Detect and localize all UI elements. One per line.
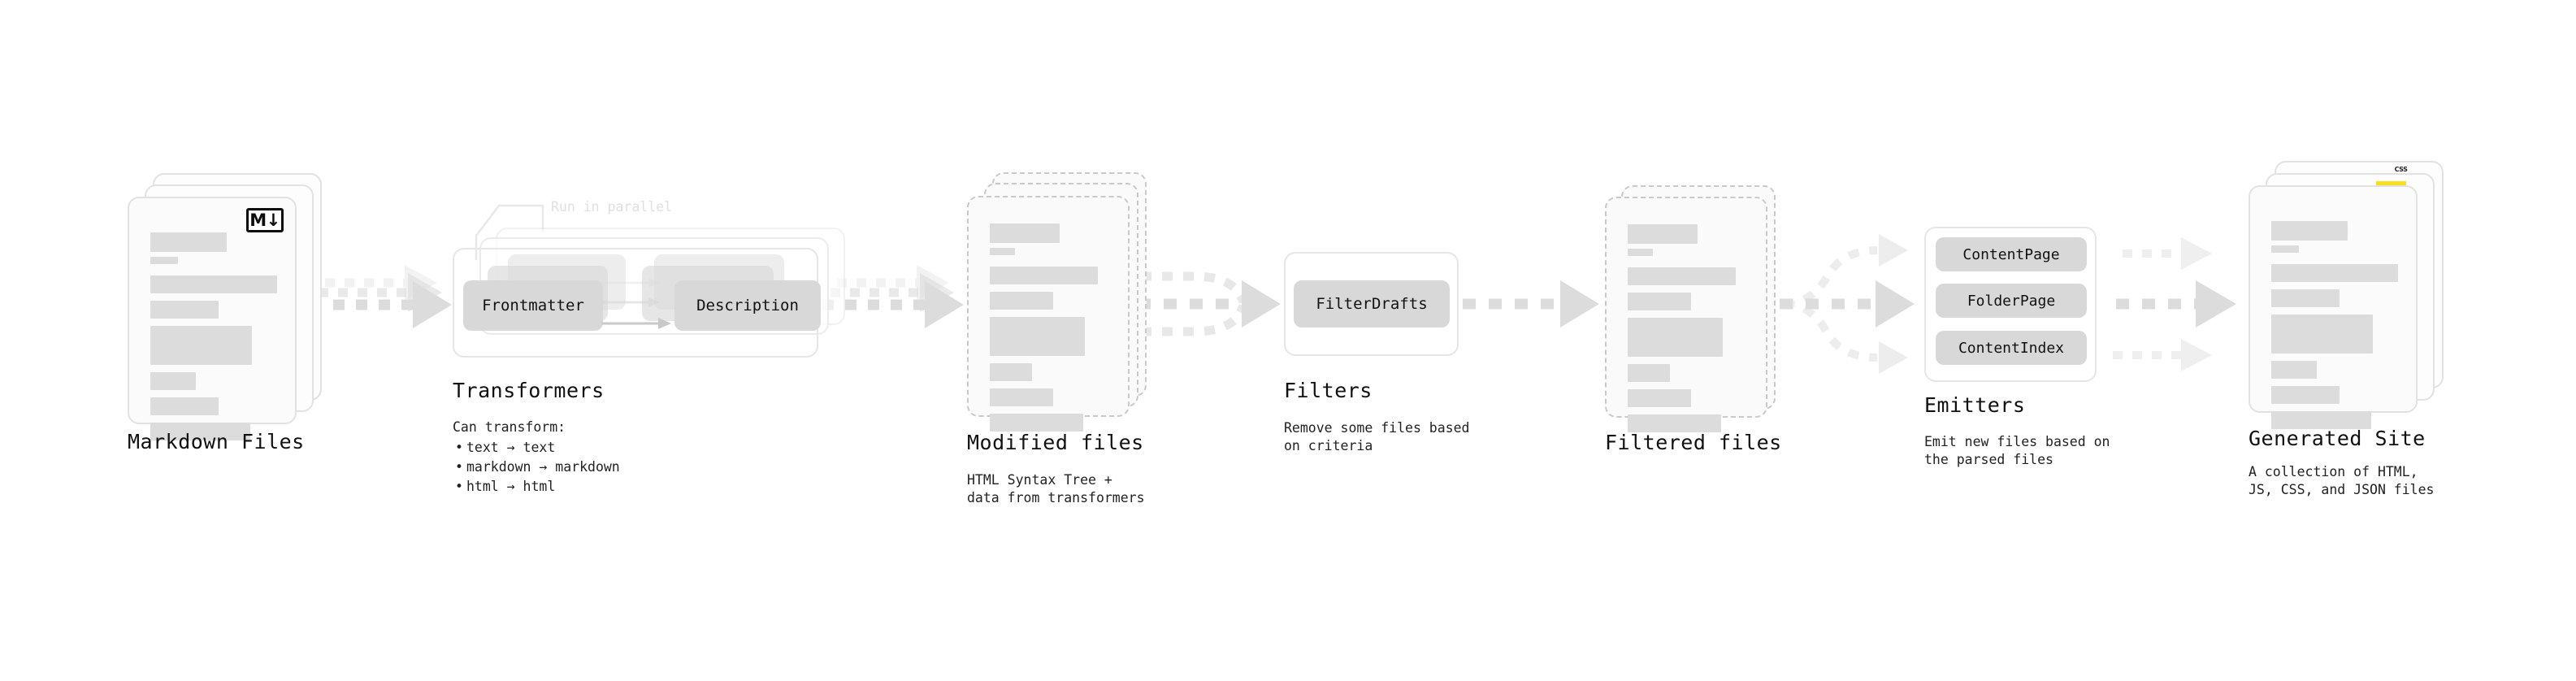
emitter-chip-contentpage[interactable]: ContentPage — [1936, 237, 2087, 271]
transform-item-text: text → text — [455, 438, 620, 458]
transformers-list-lead: Can transform: — [453, 419, 566, 435]
markdown-card-front: M↓ — [128, 197, 297, 440]
modified-skeleton — [990, 223, 1110, 439]
arrow-filtered-to-emitters — [1780, 234, 1915, 374]
filters-title: Filters — [1284, 379, 1373, 402]
transform-item-markdown: markdown → markdown — [455, 458, 620, 477]
site-skeleton — [2271, 221, 2398, 436]
modified-files-title: Modified files — [967, 431, 1144, 454]
emitter-chip-folderpage[interactable]: FolderPage — [1936, 284, 2087, 318]
transform-item-html: html → html — [455, 477, 620, 497]
arrow-markdown-to-transformers — [310, 265, 452, 328]
transformers-title: Transformers — [453, 379, 605, 402]
filters-description: Remove some files based on criteria — [1284, 420, 1470, 454]
site-card-front — [2249, 185, 2418, 429]
filtered-skeleton — [1628, 224, 1748, 440]
transformer-chip-description[interactable]: Description — [674, 280, 821, 331]
modified-files-description: HTML Syntax Tree + data from transformer… — [967, 472, 1145, 506]
css-badge-label: CSS — [2394, 166, 2408, 173]
markdown-files-title: Markdown Files — [128, 430, 305, 453]
filtered-card-front — [1605, 197, 1767, 432]
emitter-chip-contentindex[interactable]: ContentIndex — [1936, 331, 2087, 365]
emitters-title: Emitters — [1924, 393, 2026, 417]
arrow-modified-to-filters — [1138, 271, 1281, 336]
transformers-list: Can transform: text → text markdown → ma… — [453, 418, 620, 497]
filtered-files-title: Filtered files — [1605, 431, 1782, 454]
run-in-parallel-label: Run in parallel — [551, 199, 673, 215]
generated-site-description: A collection of HTML, JS, CSS, and JSON … — [2249, 464, 2435, 498]
markdown-badge: M↓ — [246, 208, 284, 232]
arrow-filters-to-filtered — [1463, 280, 1599, 327]
generated-site-title: Generated Site — [2249, 427, 2426, 450]
emitters-description: Emit new files based on the parsed files — [1924, 434, 2110, 468]
transformer-inner-arrows — [601, 278, 671, 329]
modified-card-front — [967, 196, 1130, 432]
arrow-emitters-to-site — [2113, 237, 2236, 371]
markdown-skeleton — [150, 232, 277, 448]
filter-chip-filterdrafts[interactable]: FilterDrafts — [1294, 280, 1450, 327]
transformer-chip-frontmatter[interactable]: Frontmatter — [463, 280, 603, 331]
